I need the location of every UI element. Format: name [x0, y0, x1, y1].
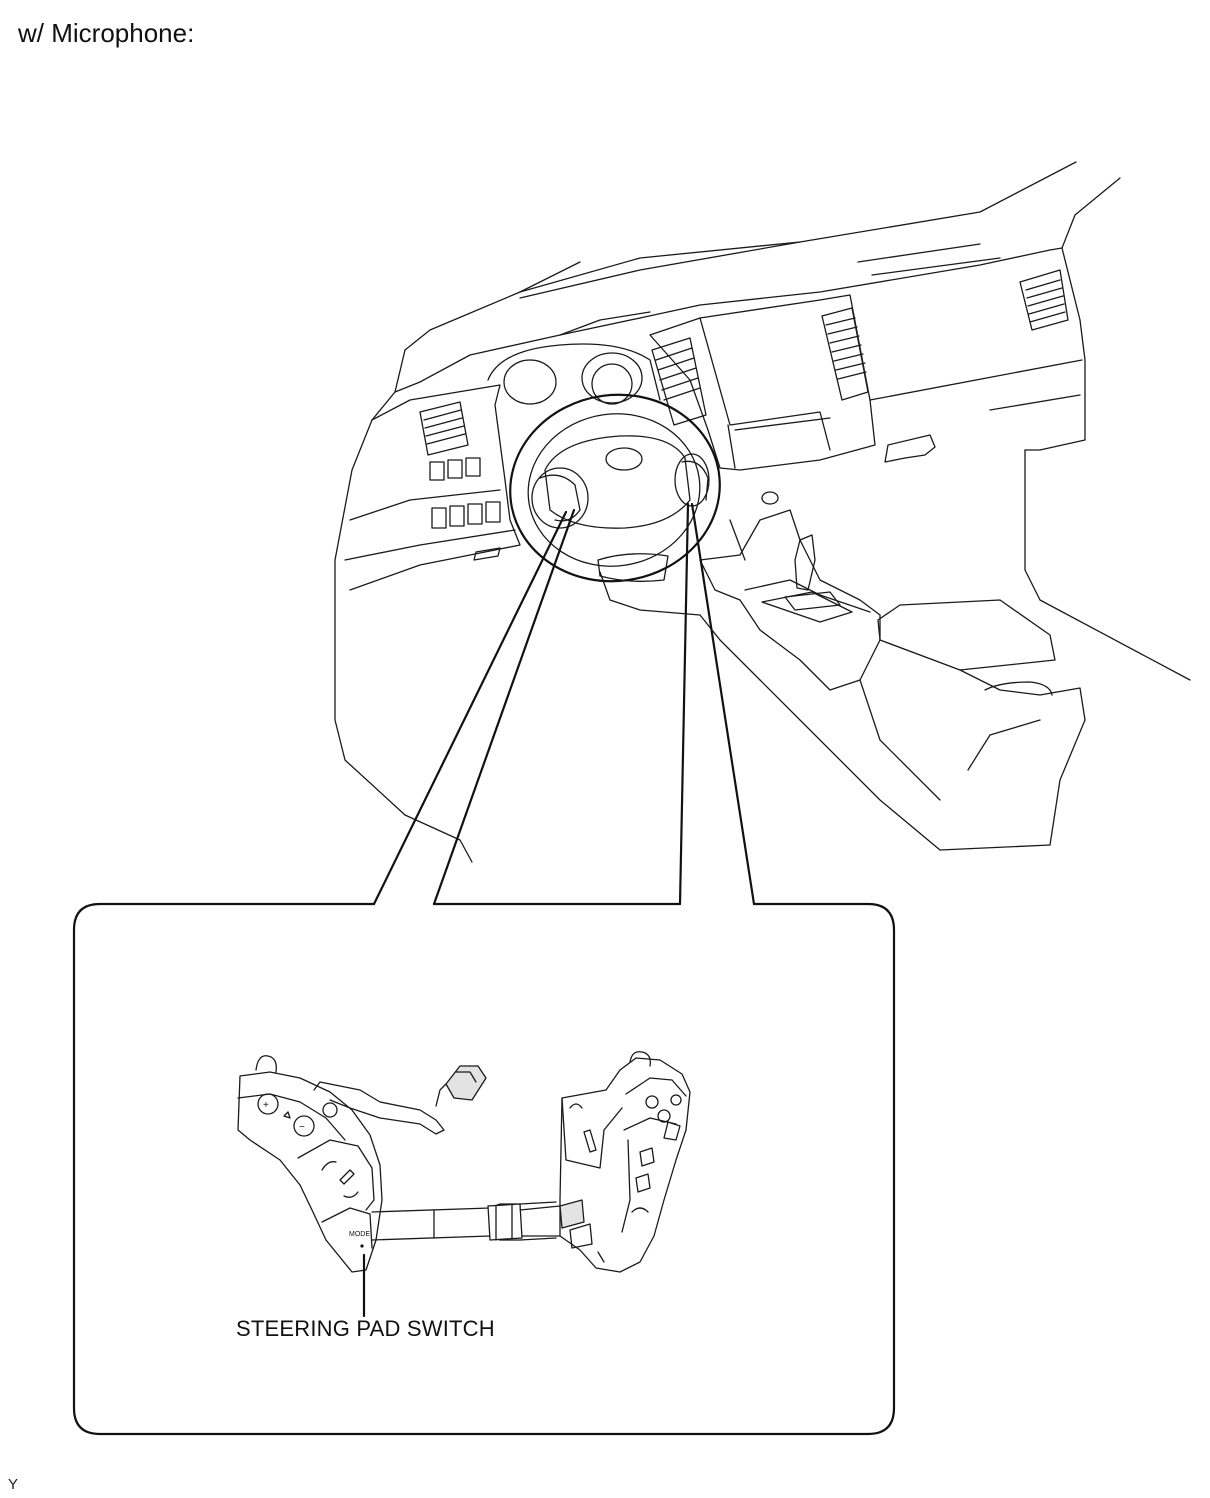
- volume-down-button-label: −: [299, 1122, 305, 1133]
- callout-frame: [72, 902, 896, 1436]
- dashboard-drawing: [334, 161, 1191, 863]
- diagram-heading: w/ Microphone:: [18, 18, 195, 48]
- steering-pad-switch-label: STEERING PAD SWITCH: [236, 1316, 495, 1341]
- callout-leaders: [372, 502, 756, 906]
- mode-button-label: MODE: [349, 1231, 370, 1238]
- steering-pad-switch-drawing: + − MODE: [237, 1051, 691, 1318]
- speaker-icon: [283, 1111, 291, 1119]
- volume-up-button-label: +: [263, 1100, 269, 1111]
- figure-code: Y: [8, 1476, 19, 1493]
